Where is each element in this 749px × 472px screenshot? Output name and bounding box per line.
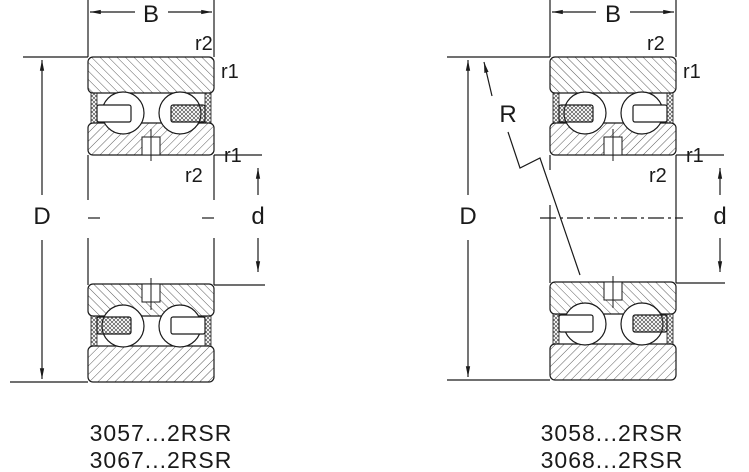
ring-section <box>87 56 215 161</box>
chamfer-r1-top: r1 <box>683 61 701 83</box>
cage <box>170 316 206 335</box>
cage <box>558 104 594 123</box>
cage <box>632 104 668 123</box>
left-dimensions: B D d r2 r1 r1 r2 3057...2RSR 3067...2RS… <box>10 0 265 472</box>
right-bearing-section <box>549 56 677 381</box>
radius-label: R <box>499 101 516 128</box>
cage <box>632 314 668 333</box>
chamfer-r1-bottom: r1 <box>686 145 704 167</box>
chamfer-r2-bottom: r2 <box>185 165 203 187</box>
seal <box>204 315 212 347</box>
seal <box>552 313 560 345</box>
width-label: B <box>605 1 621 28</box>
outer-diameter-label: D <box>459 203 476 230</box>
chamfer-r1-top: r1 <box>221 61 239 83</box>
left-bearing-section <box>87 56 215 383</box>
bore-label: d <box>251 203 264 230</box>
chamfer-r2-top: r2 <box>647 33 665 55</box>
right-dimensions: B D R d r2 r1 r1 r2 3058...2RSR 3068...2… <box>447 0 727 472</box>
outer-ring <box>87 345 215 383</box>
seal <box>666 92 674 124</box>
outer-ring <box>549 343 677 381</box>
caption-line-2: 3067...2RSR <box>90 447 233 472</box>
outer-ring <box>549 56 677 94</box>
seal <box>90 92 98 124</box>
outer-diameter-label: D <box>33 203 50 230</box>
outer-ring <box>87 56 215 94</box>
ring-section <box>87 278 215 383</box>
cage <box>96 316 132 335</box>
cage <box>96 104 132 123</box>
cage <box>558 314 594 333</box>
seal <box>90 315 98 347</box>
seal <box>666 313 674 345</box>
width-label: B <box>143 1 159 28</box>
caption-line-1: 3057...2RSR <box>90 420 233 446</box>
chamfer-r2-bottom: r2 <box>649 165 667 187</box>
caption-line-2: 3068...2RSR <box>541 447 684 472</box>
bore-label: d <box>713 203 726 230</box>
ring-section <box>549 56 677 161</box>
seal <box>204 92 212 124</box>
chamfer-r1-bottom: r1 <box>224 145 242 167</box>
caption-line-1: 3058...2RSR <box>541 420 684 446</box>
chamfer-r2-top: r2 <box>195 33 213 55</box>
seal <box>552 92 560 124</box>
ring-section <box>549 276 677 381</box>
cage <box>170 104 206 123</box>
